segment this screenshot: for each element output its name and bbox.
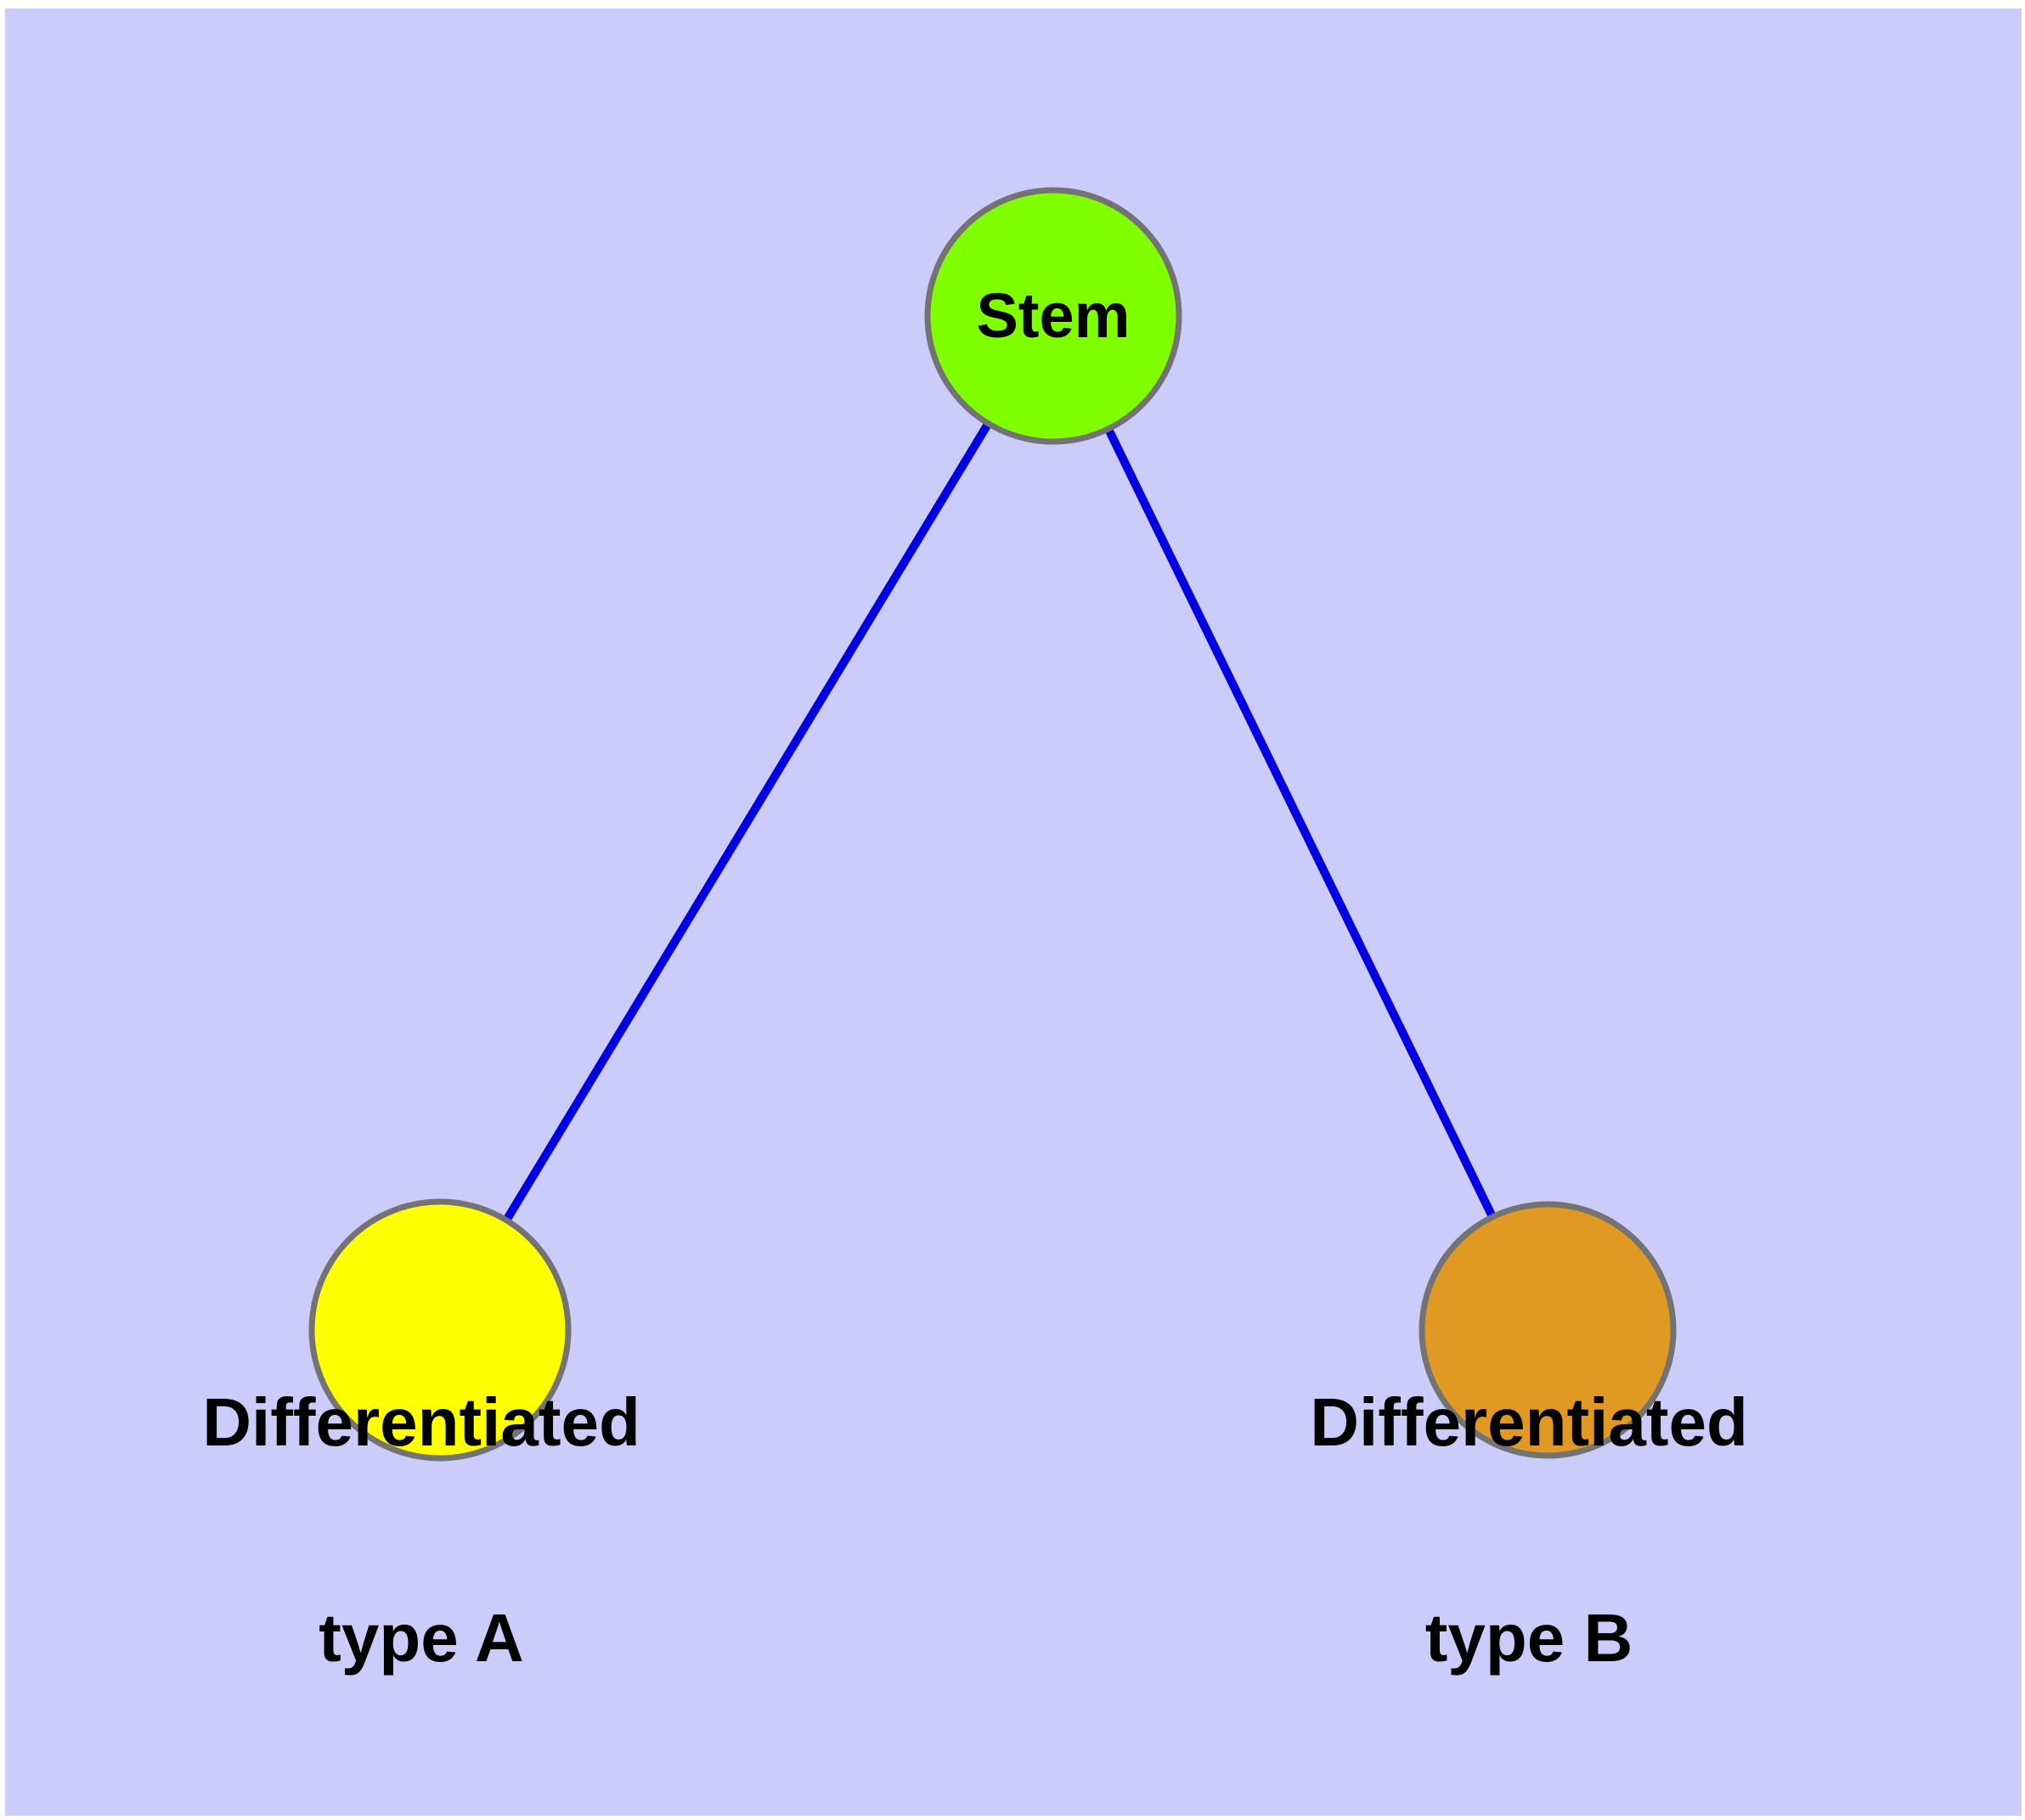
edge-layer: [436, 313, 1552, 1333]
edge-stem-to-differentiated-type-a[interactable]: [436, 313, 1058, 1333]
node-layer: [308, 187, 1677, 1462]
node-stem[interactable]: [924, 187, 1182, 445]
edge-stem-to-differentiated-type-b[interactable]: [1049, 313, 1552, 1333]
node-differentiated-type-b[interactable]: [1419, 1201, 1677, 1459]
node-differentiated-type-a[interactable]: [308, 1198, 572, 1462]
